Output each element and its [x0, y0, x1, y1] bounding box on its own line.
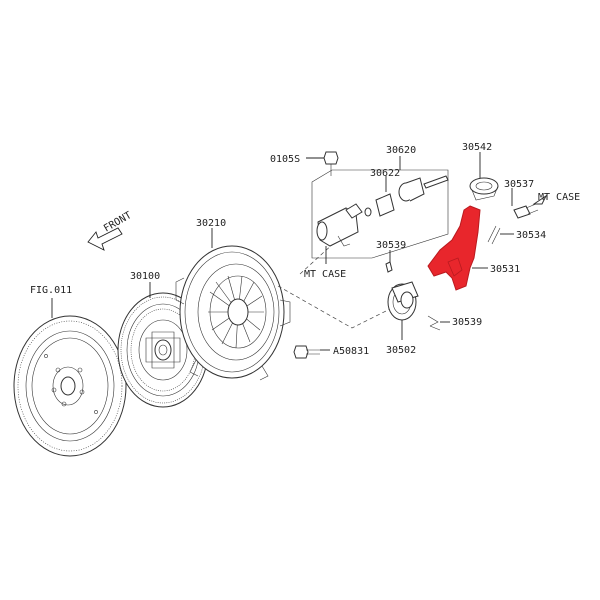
- label-0105s: 0105S: [270, 154, 300, 165]
- label-30531: 30531: [490, 264, 520, 275]
- label-mt-case-upper-right: MT CASE: [538, 192, 580, 203]
- release-fork-highlighted: [427, 205, 481, 291]
- box-30620: [311, 169, 449, 259]
- label-30502: 30502: [386, 345, 416, 356]
- release-bearing: [387, 281, 419, 321]
- mt-case-arrow-icon: [532, 194, 548, 205]
- front-label: FRONT: [102, 210, 134, 235]
- boot-30542: [469, 177, 499, 201]
- label-30620: 30620: [386, 145, 416, 156]
- label-30210: 30210: [196, 218, 226, 229]
- label-30539-bottom: 30539: [452, 317, 482, 328]
- clip-30539-top: [385, 261, 393, 273]
- bolt-0105s: [323, 151, 339, 176]
- pivot-30537: [513, 203, 539, 219]
- label-fig011: FIG.011: [30, 285, 72, 296]
- label-30542: 30542: [462, 142, 492, 153]
- flywheel: [13, 315, 127, 457]
- label-30534: 30534: [516, 230, 546, 241]
- cylinder-internals: [364, 175, 449, 217]
- operating-cylinder: [316, 203, 363, 247]
- pin-30534: [487, 225, 501, 245]
- assembly-line-lower: [277, 285, 393, 329]
- label-30537: 30537: [504, 179, 534, 190]
- front-arrow-icon: [87, 227, 123, 251]
- label-mt-case-upper: MT CASE: [304, 269, 346, 280]
- label-30539-top: 30539: [376, 240, 406, 251]
- pressure-plate: [175, 245, 291, 381]
- bolt-a50831: [293, 345, 320, 359]
- label-30622: 30622: [370, 168, 400, 179]
- label-30100: 30100: [130, 271, 160, 282]
- label-a50831: A50831: [333, 346, 369, 357]
- clip-30539-bottom: [427, 315, 441, 331]
